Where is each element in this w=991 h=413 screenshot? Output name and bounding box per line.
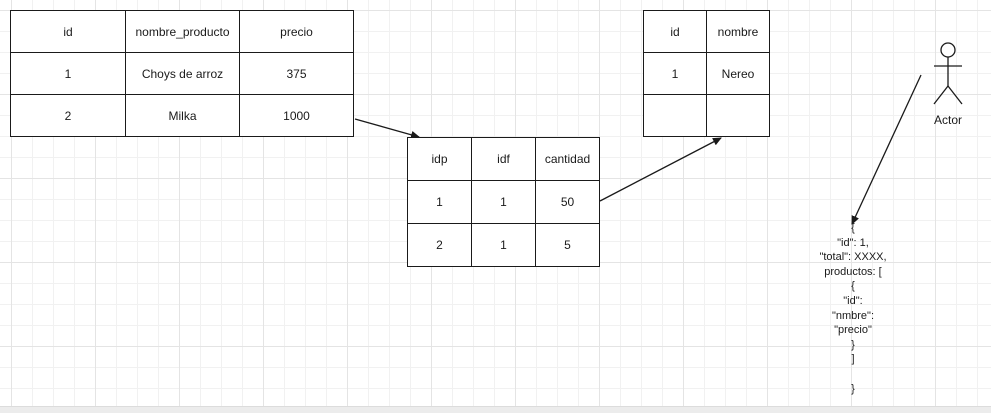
- json-line: [789, 367, 917, 382]
- arrow-detalle-to-clientes[interactable]: [599, 137, 722, 202]
- json-line: }: [851, 338, 855, 351]
- table-cell: 1000: [239, 94, 354, 137]
- table-cell: 1: [471, 223, 536, 267]
- json-line: "nmbre":: [831, 309, 875, 322]
- table-row: 1 Nereo: [643, 52, 770, 95]
- actor-right-leg: [947, 85, 963, 105]
- bottom-scrollbar-track[interactable]: [0, 406, 991, 413]
- json-line: {: [851, 280, 855, 293]
- json-text-block[interactable]: { "id": 1, "total": XXXX, productos: [ {…: [789, 221, 917, 396]
- table-cell: Choys de arroz: [125, 52, 240, 95]
- json-line: }: [851, 382, 855, 395]
- actor-left-leg: [933, 85, 949, 105]
- json-line: productos: [: [824, 265, 882, 278]
- detalle-table[interactable]: idp idf cantidad 1 1 50 2 1 5: [407, 137, 600, 267]
- json-line: ]: [851, 353, 855, 366]
- table-header-row: id nombre: [643, 10, 770, 53]
- table-cell: 5: [535, 223, 600, 267]
- arrow-productos-to-detalle[interactable]: [354, 118, 420, 139]
- productos-table[interactable]: id nombre_producto precio 1 Choys de arr…: [10, 10, 354, 137]
- table-header-row: idp idf cantidad: [407, 137, 600, 181]
- table-cell: [643, 94, 707, 137]
- json-line: {: [851, 222, 855, 234]
- header-cell: idp: [407, 137, 472, 181]
- table-cell: 1: [471, 180, 536, 224]
- table-row: 2 Milka 1000: [10, 94, 354, 137]
- table-cell: 1: [10, 52, 126, 95]
- table-row: 2 1 5: [407, 223, 600, 267]
- json-line: "total": XXXX,: [819, 251, 887, 264]
- header-cell: nombre_producto: [125, 10, 240, 53]
- header-cell: idf: [471, 137, 536, 181]
- actor-head: [940, 42, 956, 58]
- table-cell: Nereo: [706, 52, 770, 95]
- arrow-actor-to-json[interactable]: [851, 74, 922, 225]
- header-cell: precio: [239, 10, 354, 53]
- table-cell: 2: [407, 223, 472, 267]
- actor-stick-figure[interactable]: [933, 42, 963, 105]
- table-cell: Milka: [125, 94, 240, 137]
- table-cell: 1: [643, 52, 707, 95]
- table-cell: 1: [407, 180, 472, 224]
- table-row: [643, 94, 770, 137]
- table-cell: 375: [239, 52, 354, 95]
- json-line: "id":: [843, 294, 863, 307]
- table-cell: 2: [10, 94, 126, 137]
- table-header-row: id nombre_producto precio: [10, 10, 354, 53]
- actor-label: Actor: [933, 113, 962, 127]
- table-cell: [706, 94, 770, 137]
- header-cell: id: [643, 10, 707, 53]
- json-line: "precio": [834, 324, 872, 337]
- header-cell: cantidad: [535, 137, 600, 181]
- json-line: "id": 1,: [837, 236, 869, 249]
- header-cell: id: [10, 10, 126, 53]
- table-row: 1 1 50: [407, 180, 600, 224]
- table-cell: 50: [535, 180, 600, 224]
- table-row: 1 Choys de arroz 375: [10, 52, 354, 95]
- clientes-table[interactable]: id nombre 1 Nereo: [643, 10, 770, 137]
- header-cell: nombre: [706, 10, 770, 53]
